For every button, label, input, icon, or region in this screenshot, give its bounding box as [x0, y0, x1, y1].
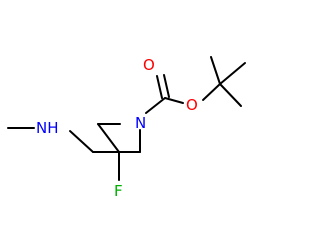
structure-diagram: NH N F O O	[7, 56, 246, 200]
ring-nitrogen-label: N	[135, 114, 146, 132]
amine-nitrogen-label: NH	[36, 119, 59, 137]
bond-tertbutyl-methyl-bottom	[219, 83, 242, 107]
bond-carbonyl-double-b	[163, 74, 170, 98]
bond-tertbutyl-methyl-right	[219, 62, 246, 85]
bond-tertbutyl-methyl-top	[210, 56, 221, 85]
bond-nitrogen-carbonyl	[145, 97, 166, 114]
fluorine-label: F	[114, 182, 123, 200]
carbonyl-oxygen-label: O	[143, 56, 155, 74]
bond-carbonyl-ester-oxygen	[164, 97, 184, 104]
molecule-canvas: NH N F O O	[7, 56, 246, 200]
bond-ring-left-upper	[97, 123, 120, 153]
bond-carbonyl-double-a	[156, 75, 163, 99]
bond-amine-methylene	[69, 130, 94, 153]
ester-oxygen-label: O	[186, 96, 198, 114]
bond-oxygen-tertbutyl	[202, 83, 221, 101]
